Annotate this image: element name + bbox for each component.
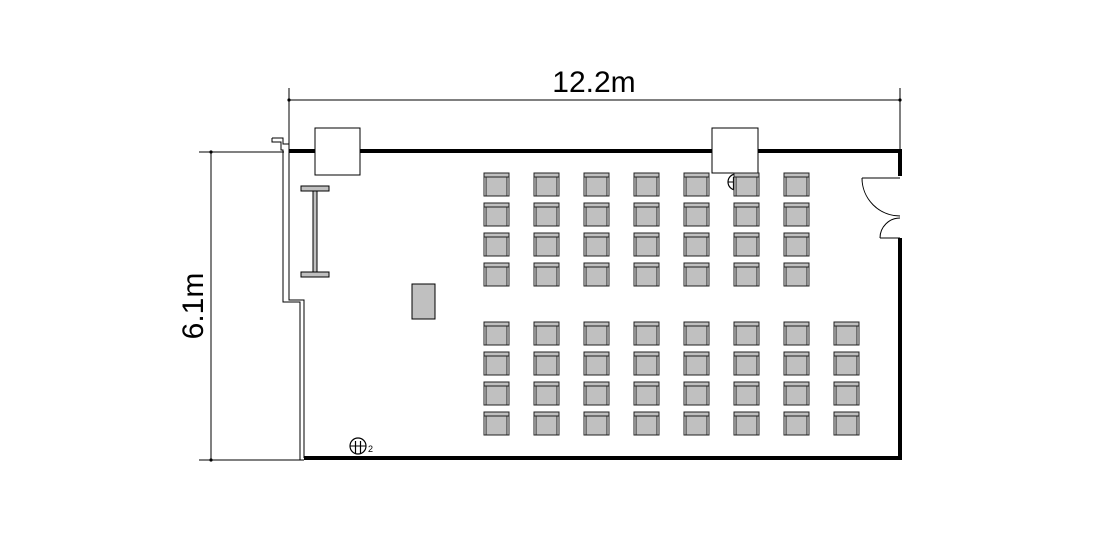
chair xyxy=(483,351,510,376)
chair xyxy=(683,262,710,287)
door-swing-icon xyxy=(861,177,901,239)
chair xyxy=(733,232,760,257)
podium-icon xyxy=(411,283,436,320)
chair xyxy=(783,411,810,436)
room-walls xyxy=(271,137,902,460)
chair xyxy=(533,351,560,376)
chair xyxy=(533,411,560,436)
chair xyxy=(583,411,610,436)
chair xyxy=(483,321,510,346)
chair xyxy=(483,411,510,436)
seating-block-lower xyxy=(483,321,860,436)
width-dimension: 12.2m xyxy=(287,66,902,150)
chair xyxy=(533,262,560,287)
chair xyxy=(783,321,810,346)
outlet-label: 2 xyxy=(368,444,373,454)
chair xyxy=(633,172,660,197)
seating-block-upper xyxy=(483,172,810,287)
chair xyxy=(783,202,810,227)
chair xyxy=(533,232,560,257)
chair xyxy=(783,232,810,257)
chair xyxy=(833,381,860,406)
chair xyxy=(583,351,610,376)
chair xyxy=(833,321,860,346)
chair xyxy=(833,351,860,376)
chair xyxy=(683,411,710,436)
chair xyxy=(583,172,610,197)
chair xyxy=(533,321,560,346)
chair xyxy=(683,381,710,406)
chair xyxy=(633,381,660,406)
chair xyxy=(633,262,660,287)
chair xyxy=(783,262,810,287)
chair xyxy=(483,232,510,257)
chair xyxy=(733,381,760,406)
chair xyxy=(483,381,510,406)
chair xyxy=(783,381,810,406)
chair xyxy=(783,172,810,197)
chair xyxy=(483,262,510,287)
height-dimension: 6.1m xyxy=(177,150,304,462)
chair xyxy=(533,381,560,406)
chair xyxy=(733,172,760,197)
chair xyxy=(633,411,660,436)
pillar-right-icon xyxy=(711,127,759,174)
power-outlet-icon: 2 xyxy=(349,437,373,455)
chair xyxy=(683,321,710,346)
chair xyxy=(533,202,560,227)
chair xyxy=(733,321,760,346)
chair xyxy=(733,262,760,287)
chair xyxy=(633,232,660,257)
chair xyxy=(733,351,760,376)
chair xyxy=(633,202,660,227)
chair xyxy=(633,351,660,376)
pillar-left-icon xyxy=(314,127,361,176)
chair xyxy=(583,381,610,406)
chair xyxy=(833,411,860,436)
chair xyxy=(683,172,710,197)
chair xyxy=(683,232,710,257)
chair xyxy=(583,232,610,257)
chair xyxy=(733,202,760,227)
chair xyxy=(583,321,610,346)
width-label: 12.2m xyxy=(552,66,635,99)
chair xyxy=(733,411,760,436)
whiteboard-icon xyxy=(300,185,330,278)
chair xyxy=(583,262,610,287)
chair xyxy=(633,321,660,346)
chair xyxy=(783,351,810,376)
chair xyxy=(583,202,610,227)
chair xyxy=(683,351,710,376)
chair xyxy=(533,172,560,197)
height-label: 6.1m xyxy=(177,273,210,340)
chair xyxy=(683,202,710,227)
chair xyxy=(483,202,510,227)
chair xyxy=(483,172,510,197)
